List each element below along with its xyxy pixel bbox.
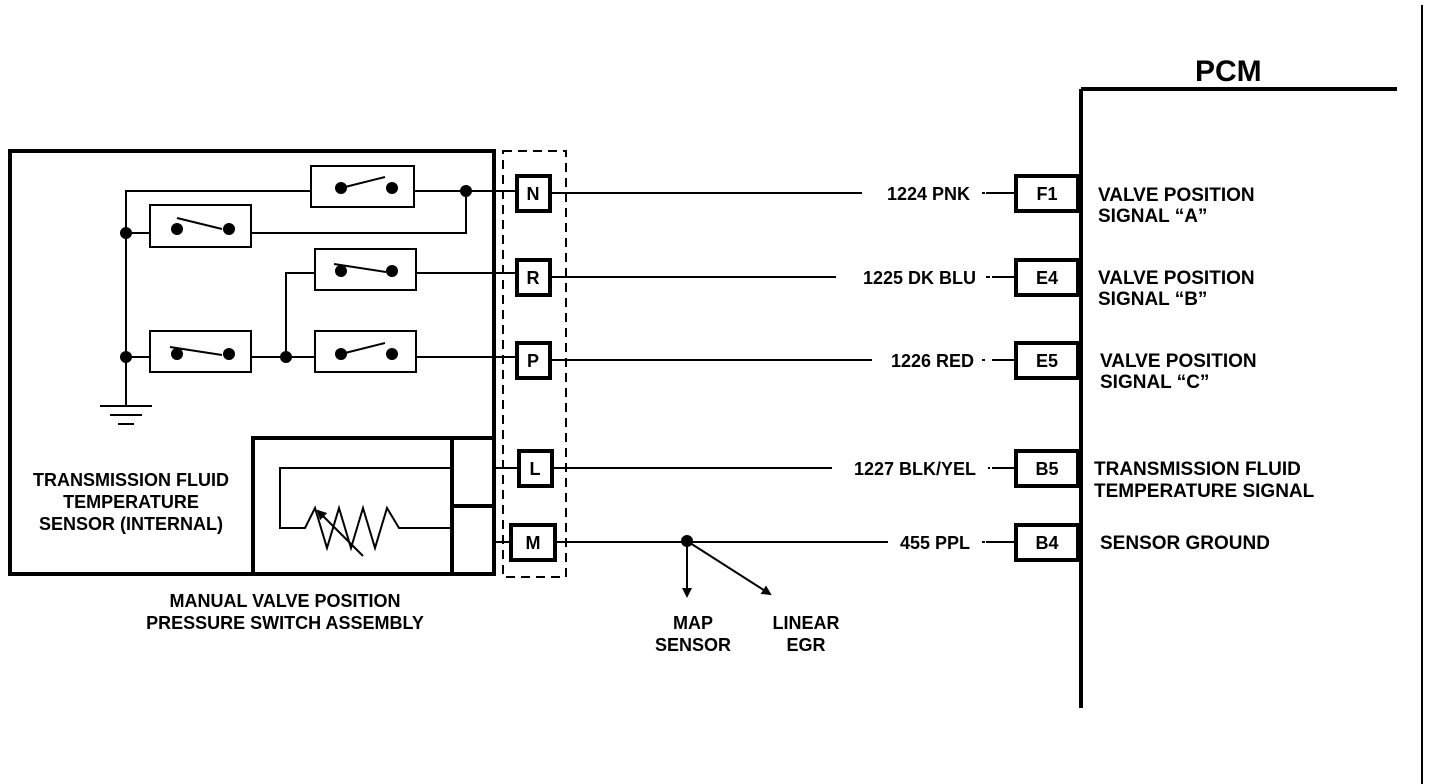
pcm-pin-label: E4 xyxy=(1036,268,1058,288)
connector-outline xyxy=(502,150,567,578)
connector-pin-label: R xyxy=(527,268,540,288)
pcm-pin-e5: E5 xyxy=(1014,341,1080,380)
signal-label-tft-line1: TRANSMISSION FLUID xyxy=(1094,459,1301,480)
connector-pin-label: P xyxy=(527,351,539,371)
linear-egr-label-line2: EGR xyxy=(786,635,825,655)
pcm-module: PCM F1 E4 E5 B5 B4 VALVE POSITION SIGNAL… xyxy=(1014,55,1397,708)
wire-label-m: 455 PPL xyxy=(900,533,970,553)
signal-label-c-line2: SIGNAL “C” xyxy=(1100,372,1209,393)
pcm-pin-label: E5 xyxy=(1036,351,1058,371)
pressure-switch xyxy=(149,330,252,373)
connector-pin-m: M xyxy=(509,523,557,562)
connector-pin-label: L xyxy=(530,459,541,479)
map-sensor-label-line1: MAP xyxy=(673,613,713,633)
ground-icon xyxy=(100,405,152,425)
assembly-caption-line2: PRESSURE SWITCH ASSEMBLY xyxy=(146,613,424,633)
pcm-pin-e4: E4 xyxy=(1014,258,1080,297)
pressure-switch xyxy=(314,330,417,373)
map-sensor-label-line2: SENSOR xyxy=(655,635,731,655)
signal-label-a-line2: SIGNAL “A” xyxy=(1098,206,1207,227)
junction-dot xyxy=(280,351,292,363)
connector-pin-label: N xyxy=(527,184,540,204)
temperature-sensor xyxy=(251,436,519,576)
connector-pin-label: M xyxy=(526,533,541,553)
assembly-caption-line1: MANUAL VALVE POSITION xyxy=(169,591,400,611)
wire-label-l: 1227 BLK/YEL xyxy=(854,459,976,479)
sensor-ground-branch: MAP SENSOR LINEAR EGR xyxy=(655,535,840,655)
harness-connector: N R P L M xyxy=(502,150,567,578)
pressure-switch xyxy=(149,204,252,248)
junction-dot xyxy=(460,185,472,197)
pressure-switch xyxy=(310,165,415,208)
pcm-pin-b4: B4 xyxy=(1014,523,1080,562)
linear-egr-label-line1: LINEAR xyxy=(773,613,840,633)
signal-label-tft-line2: TEMPERATURE SIGNAL xyxy=(1094,481,1315,502)
signal-label-c-line1: VALVE POSITION xyxy=(1100,351,1257,372)
thermistor-icon xyxy=(279,467,452,552)
wire-label-p: 1226 RED xyxy=(891,351,974,371)
signal-label-ground: SENSOR GROUND xyxy=(1100,533,1270,554)
pcm-pin-label: B4 xyxy=(1035,533,1058,553)
sensor-label-line1: TRANSMISSION FLUID xyxy=(33,470,229,490)
junction-dot xyxy=(120,351,132,363)
pressure-switch xyxy=(314,248,417,291)
sensor-label-line2: TEMPERATURE xyxy=(63,492,199,512)
signal-label-b-line2: SIGNAL “B” xyxy=(1098,289,1207,310)
pcm-pin-b5: B5 xyxy=(1014,449,1080,488)
pcm-title: PCM xyxy=(1195,55,1262,88)
signal-label-a-line1: VALVE POSITION xyxy=(1098,185,1255,206)
pcm-pin-label: B5 xyxy=(1035,459,1058,479)
connector-pin-r: R xyxy=(515,258,552,297)
wire-label-r: 1225 DK BLU xyxy=(863,268,976,288)
variable-arrow-icon xyxy=(316,509,364,557)
sensor-label-line3: SENSOR (INTERNAL) xyxy=(39,514,223,534)
junction-dot xyxy=(120,227,132,239)
connector-pin-p: P xyxy=(515,341,552,380)
pcm-pin-label: F1 xyxy=(1036,184,1057,204)
signal-label-b-line1: VALVE POSITION xyxy=(1098,268,1255,289)
pressure-switch-assembly: TRANSMISSION FLUID TEMPERATURE SENSOR (I… xyxy=(8,149,519,576)
wire-label-n: 1224 PNK xyxy=(887,184,970,204)
pcm-pin-f1: F1 xyxy=(1014,174,1080,213)
connector-pin-l: L xyxy=(517,449,554,488)
connector-pin-n: N xyxy=(515,174,552,213)
